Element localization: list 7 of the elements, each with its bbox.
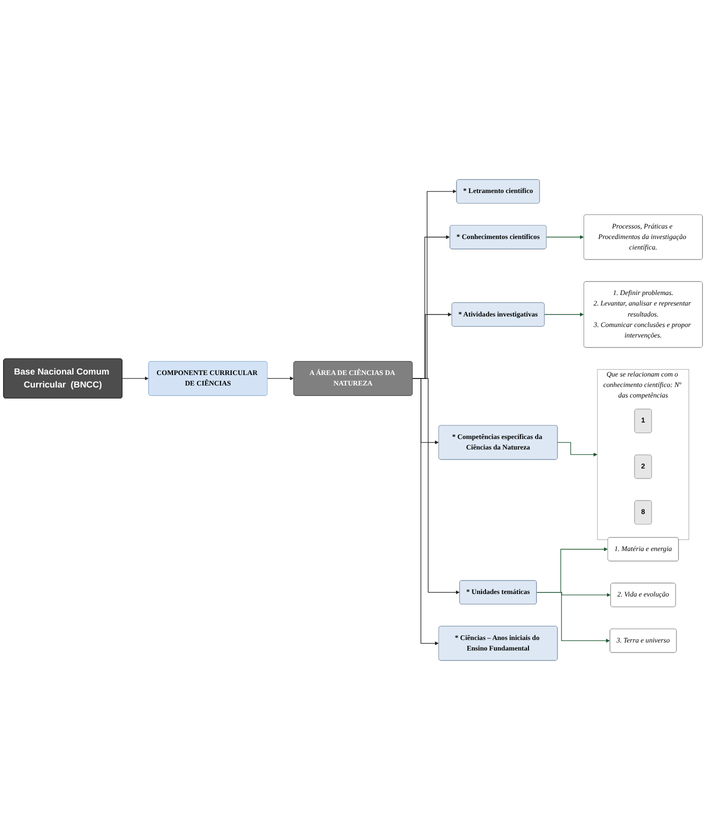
arrow <box>122 376 149 380</box>
arrow <box>557 442 598 456</box>
arrow <box>266 376 294 380</box>
arrow <box>536 592 610 643</box>
arrow <box>544 312 584 316</box>
arrow <box>412 378 439 646</box>
arrow <box>546 235 584 240</box>
